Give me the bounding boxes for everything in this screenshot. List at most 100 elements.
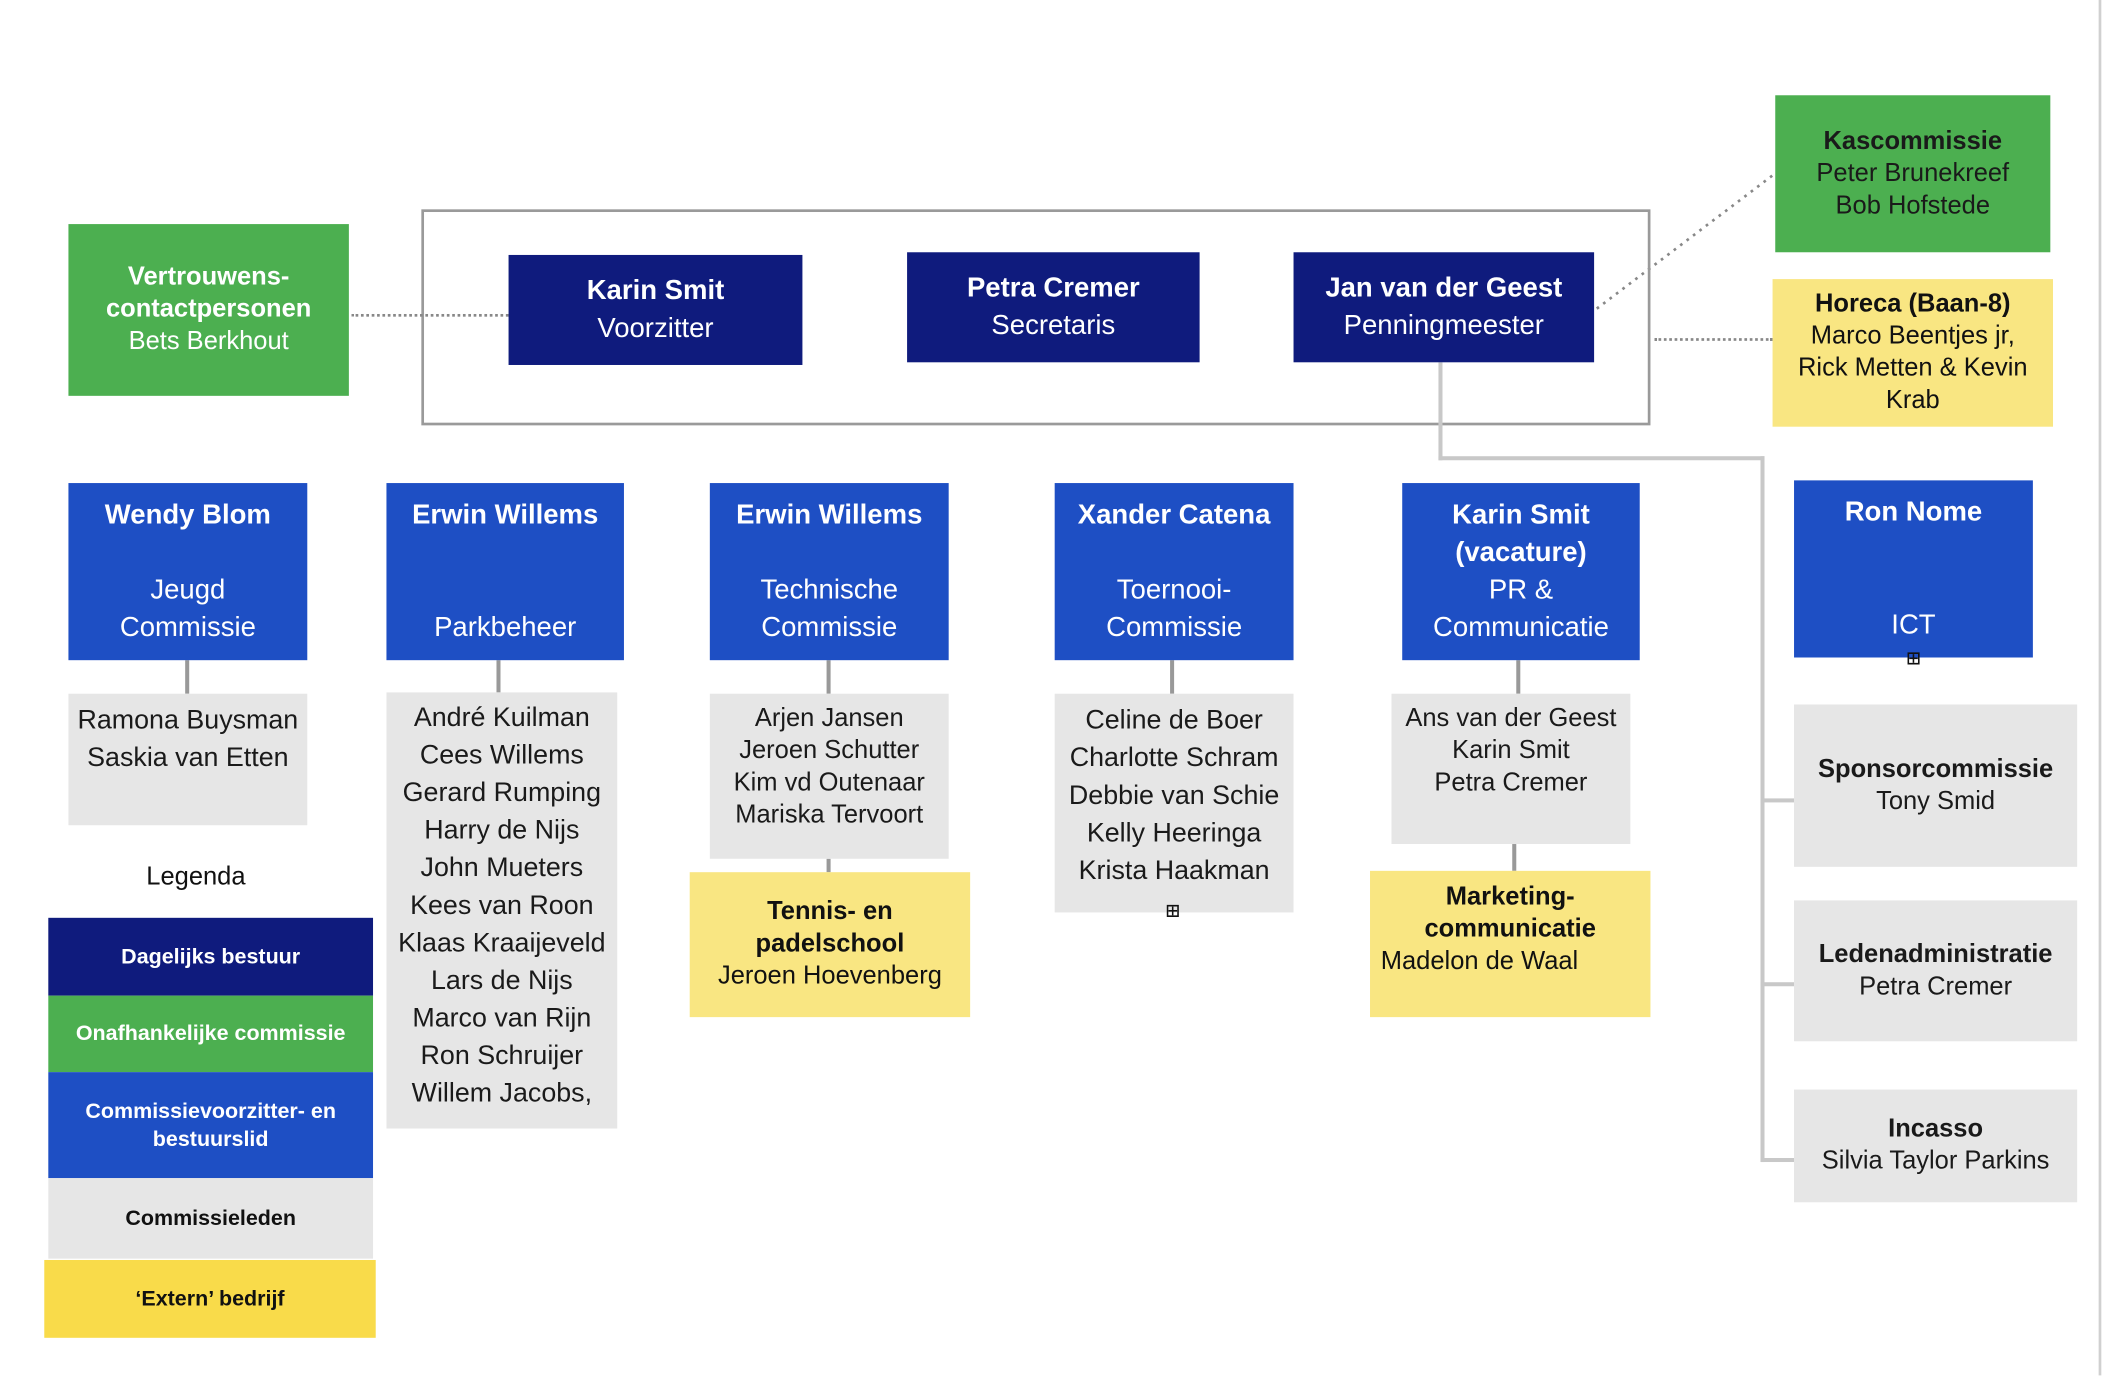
board-chair-box: Karin Smit Voorzitter [508, 254, 803, 365]
legend-label: Commissievoorzitter- en bestuurslid [85, 1099, 336, 1151]
marketing-title-2: communicatie [1424, 915, 1596, 944]
legend-item-daily-board: Dagelijks bestuur [48, 917, 374, 996]
kascommissie-member: Peter Brunekreef [1816, 159, 2010, 188]
connector-tech-tennis [826, 858, 831, 873]
board-secretary-box: Petra Cremer Secretaris [907, 252, 1200, 363]
legend-item-external: ‘Extern’ bedrijf [44, 1259, 376, 1338]
confidential-title-2: contactpersonen [105, 295, 312, 324]
kascommissie-member: Bob Hofstede [1835, 191, 1991, 220]
committee-name-1: Toernooi- [1116, 574, 1232, 606]
legend-title: Legenda [146, 862, 246, 891]
member-name: Willem Jacobs, [411, 1078, 593, 1109]
side-committee-person: Silvia Taylor Parkins [1821, 1147, 2050, 1176]
committee-name-1: Technische [760, 574, 899, 606]
member-name: Gerard Rumping [402, 778, 602, 808]
side-tree-branch-sponsor [1760, 798, 1795, 803]
member-name: André Kuilman [413, 703, 590, 733]
expand-icon[interactable]: ⊞ [1165, 897, 1180, 925]
members-jeugd-box: Ramona Buysman Saskia van Etten [68, 693, 308, 826]
tennis-school-box: Tennis- en padelschool Jeroen Hoevenberg [689, 872, 971, 1018]
committee-chair: Xander Catena [1077, 499, 1271, 531]
member-name: Kelly Heeringa [1086, 818, 1262, 849]
horeca-members-2: Rick Metten & Kevin [1797, 354, 2028, 383]
committee-name-2: Parkbeheer [434, 611, 577, 643]
side-committee-title: Ledenadministratie [1818, 939, 2053, 969]
member-name: Arjen Jansen [754, 704, 904, 733]
kascommissie-box: Kascommissie Peter Brunekreef Bob Hofste… [1775, 95, 2051, 253]
board-chair-role: Voorzitter [597, 312, 714, 344]
committee-name-1: PR & [1488, 574, 1554, 606]
members-tech-box: Arjen Jansen Jeroen Schutter Kim vd Oute… [709, 693, 949, 859]
dotted-connector-horeca [1654, 338, 1773, 341]
committee-pr-box: Karin Smit (vacature) PR & Communicatie [1402, 483, 1640, 661]
side-committee-person: Petra Cremer [1859, 972, 2013, 1001]
member-name: Mariska Tervoort [735, 801, 924, 830]
board-treasurer-role: Penningmeester [1343, 309, 1544, 341]
committee-jeugd-box: Wendy Blom Jeugd Commissie [68, 483, 308, 661]
member-name: Karin Smit [1452, 736, 1570, 765]
horeca-title: Horeca (Baan-8) [1815, 289, 2011, 319]
committee-name-2: Commissie [119, 611, 256, 643]
legend-item-independent: Onafhankelijke commissie [48, 995, 374, 1073]
member-name: Harry de Nijs [424, 815, 580, 846]
committee-name-2: Commissie [761, 611, 898, 643]
legend-label: ‘Extern’ bedrijf [135, 1287, 285, 1311]
sponsor-committee-box: Sponsorcommissie Tony Smid [1794, 704, 2078, 867]
connector-tech [826, 660, 831, 694]
committee-name-2: Commissie [1106, 611, 1243, 643]
confidential-person: Bets Berkhout [128, 327, 289, 356]
dotted-connector-confidential [351, 313, 509, 317]
member-name: Cees Willems [419, 740, 584, 771]
incasso-box: Incasso Silvia Taylor Parkins [1794, 1089, 2078, 1203]
board-treasurer-name: Jan van der Geest [1325, 272, 1563, 304]
board-chair-name: Karin Smit [586, 275, 725, 306]
tennis-title-1: Tennis- en [767, 897, 893, 926]
committee-park-box: Erwin Willems Parkbeheer [386, 483, 624, 661]
dotted-connector-kascommissie [1595, 173, 1775, 310]
member-name: Ramona Buysman [77, 705, 299, 736]
member-name: Klaas Kraaijeveld [398, 928, 606, 959]
connector-pr [1516, 660, 1521, 694]
kascommissie-title: Kascommissie [1823, 126, 2003, 155]
committee-toernooi-box: Xander Catena Toernooi- Commissie [1054, 483, 1294, 661]
board-frame [421, 209, 1651, 426]
marketing-person: Madelon de Waal [1380, 947, 1579, 976]
legend-label: Dagelijks bestuur [121, 945, 301, 969]
member-name: Debbie van Schie [1068, 780, 1280, 811]
side-tree-vertical [1760, 456, 1765, 1163]
member-name: Marco van Rijn [412, 1003, 592, 1034]
member-name: Charlotte Schram [1069, 743, 1279, 773]
connector-park [496, 660, 501, 693]
member-name: Saskia van Etten [87, 743, 289, 773]
tennis-person: Jeroen Hoevenberg [717, 962, 942, 991]
ict-name: ICT [1891, 609, 1936, 641]
legend-item-committee-members: Commissieleden [48, 1178, 374, 1259]
members-pr-box: Ans van der Geest Karin Smit Petra Creme… [1391, 693, 1631, 845]
connector-toernooi [1170, 660, 1175, 694]
member-name: Ron Schruijer [420, 1041, 584, 1071]
committee-chair-2: (vacature) [1455, 536, 1587, 568]
right-edge-rule [2098, 0, 2102, 1376]
member-name: Kees van Roon [410, 890, 594, 921]
side-committee-title: Incasso [1888, 1115, 1984, 1144]
treasurer-line-vertical [1438, 362, 1443, 461]
committee-name-2: Communicatie [1433, 611, 1609, 643]
legend-label: Onafhankelijke commissie [75, 1022, 346, 1046]
committee-chair: Erwin Willems [412, 499, 599, 531]
board-secretary-name: Petra Cremer [966, 272, 1140, 304]
board-treasurer-box: Jan van der Geest Penningmeester [1293, 252, 1595, 363]
member-name: Kim vd Outenaar [733, 768, 925, 798]
marketing-box: Marketing- communicatie Madelon de Waal [1370, 870, 1651, 1018]
expand-icon[interactable]: ⊞ [1906, 645, 1921, 673]
committee-chair-1: Karin Smit [1452, 499, 1590, 531]
side-tree-branch-incasso [1760, 1158, 1795, 1163]
side-tree-branch-leden [1760, 982, 1795, 987]
connector-pr-marketing [1512, 844, 1517, 871]
committee-chair: Erwin Willems [736, 499, 923, 531]
ict-box: Ron Nome ICT [1794, 480, 2033, 658]
tennis-title-2: padelschool [755, 929, 905, 959]
committee-chair: Wendy Blom [104, 499, 271, 531]
member-name: John Mueters [420, 853, 584, 883]
treasurer-line-horizontal [1438, 456, 1765, 461]
